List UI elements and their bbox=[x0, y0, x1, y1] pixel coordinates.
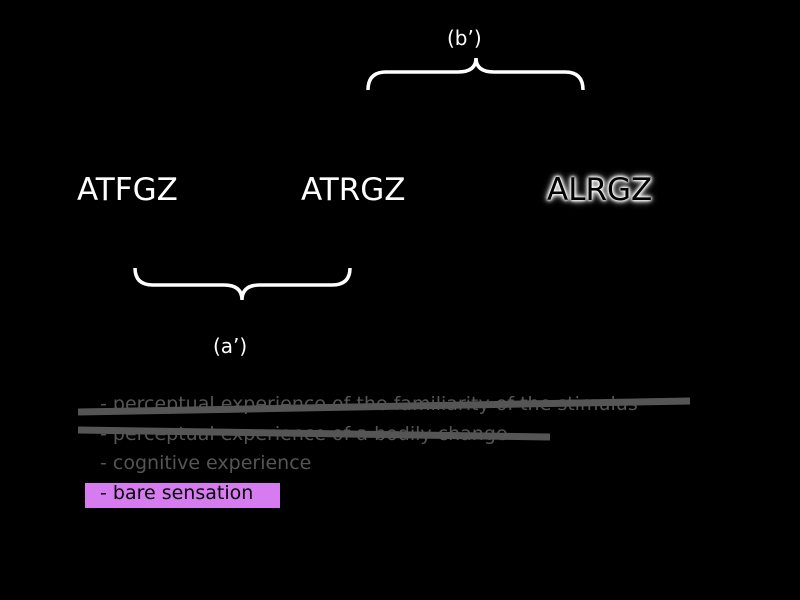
brace-b bbox=[366, 57, 585, 91]
list-item-highlighted: - bare sensation bbox=[100, 482, 254, 504]
word-2: ATRGZ bbox=[301, 172, 406, 208]
highlight-box bbox=[85, 483, 280, 508]
brace-a bbox=[133, 267, 352, 301]
brace-label-b: (b’) bbox=[447, 26, 482, 50]
strike-line-2 bbox=[77, 426, 551, 441]
brace-label-a: (a’) bbox=[213, 334, 248, 358]
word-1: ATFGZ bbox=[77, 172, 178, 208]
list-item: - cognitive experience bbox=[100, 452, 312, 474]
strike-line-1 bbox=[77, 397, 691, 416]
word-3-highlighted: ALRGZ bbox=[547, 172, 653, 208]
